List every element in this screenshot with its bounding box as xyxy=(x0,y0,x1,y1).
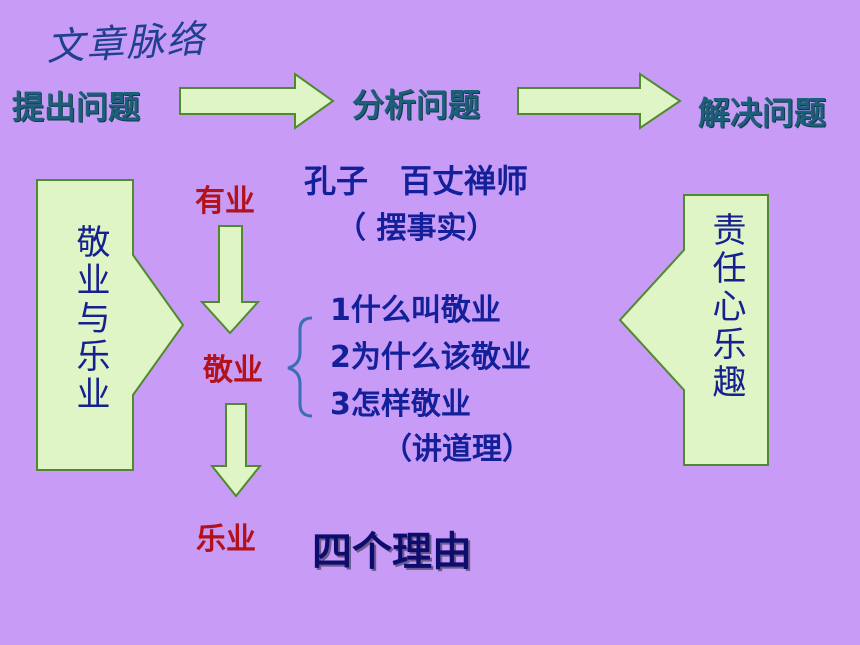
title: 文章脉络 xyxy=(45,16,208,70)
left-box xyxy=(36,179,185,471)
brace xyxy=(287,316,313,418)
flow-step-2: 分析问题 xyxy=(352,86,481,124)
stage-leye: 乐业 xyxy=(196,522,256,557)
stage-youye: 有业 xyxy=(195,184,255,219)
youye-note: （ 摆事实） xyxy=(336,211,497,246)
down-arrow-2 xyxy=(209,403,263,498)
down-arrow-1 xyxy=(199,225,261,335)
flow-step-3: 解决问题 xyxy=(698,94,827,132)
stage-jingye: 敬业 xyxy=(203,353,263,388)
jingye-item-3: 3怎样敬业 xyxy=(330,387,471,422)
left-box-label: 敬业与乐业 xyxy=(70,224,110,414)
jingye-item-2: 2为什么该敬业 xyxy=(330,340,531,375)
flow-arrow-1 xyxy=(179,72,335,130)
right-box-label: 责任心乐趣 xyxy=(706,212,746,402)
youye-examples: 孔子 百丈禅师 xyxy=(304,162,529,200)
flow-step-1: 提出问题 xyxy=(12,88,141,126)
flow-arrow-2 xyxy=(517,72,682,130)
jingye-item-1: 1什么叫敬业 xyxy=(330,293,501,328)
right-box xyxy=(618,194,769,466)
leye-reasons: 四个理由 xyxy=(312,529,472,575)
jingye-note: （讲道理） xyxy=(382,432,532,467)
